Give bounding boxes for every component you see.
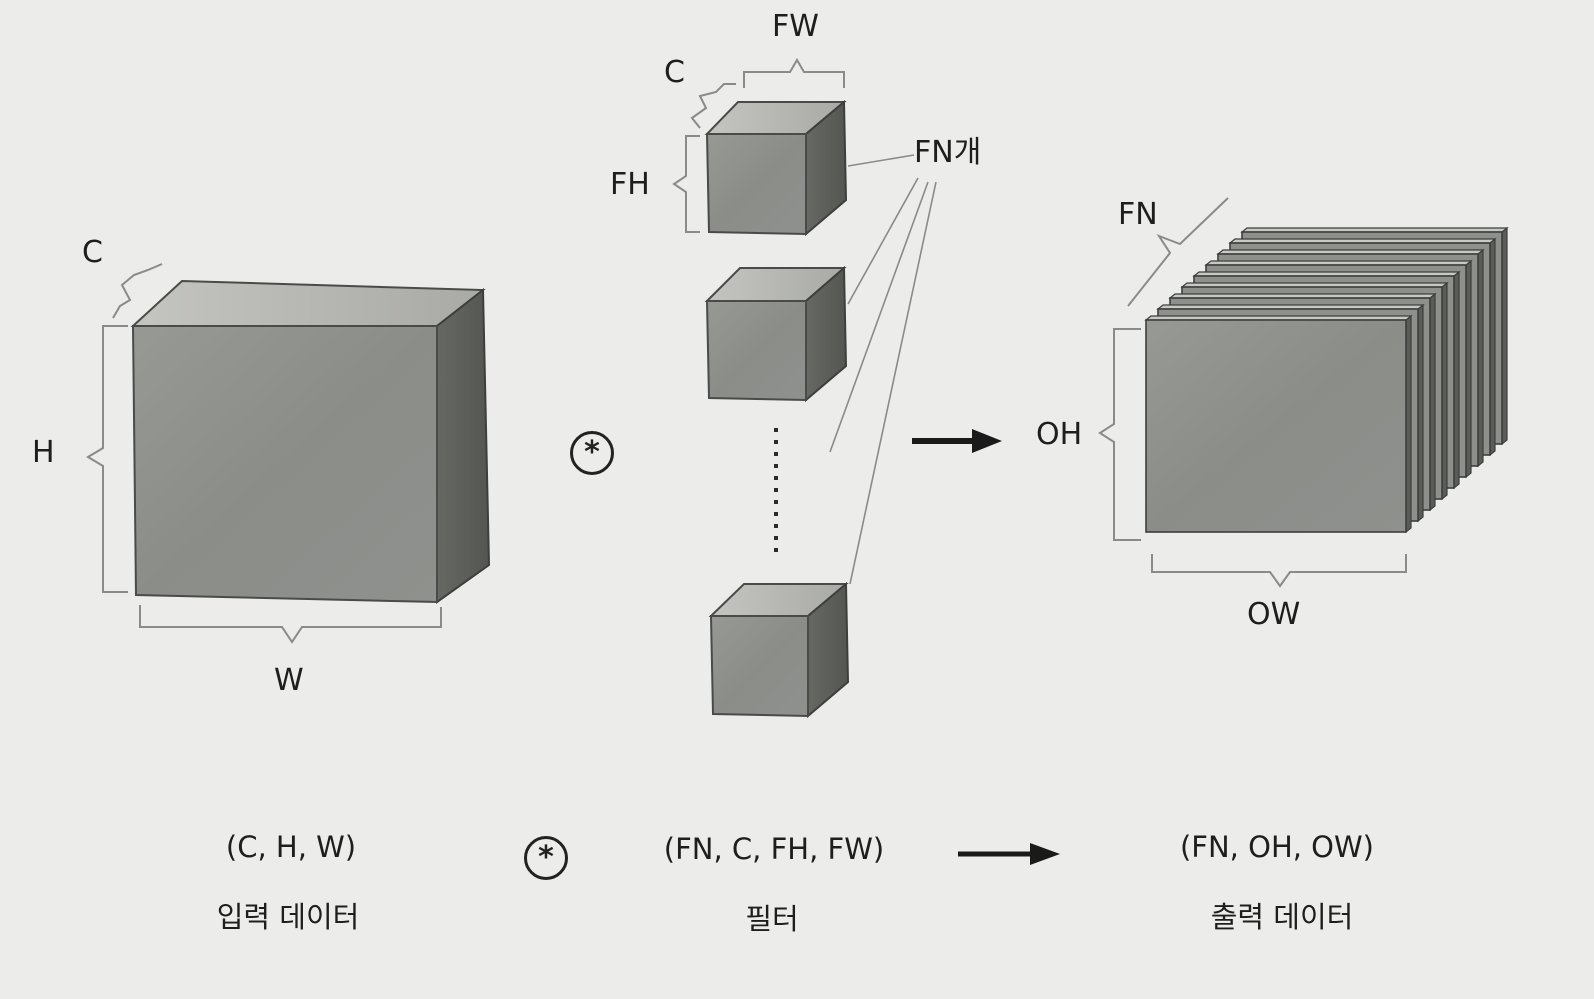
input-cube-top — [130, 279, 486, 327]
input-height-label: H — [32, 435, 55, 470]
filter-width-label: FW — [772, 9, 819, 44]
input-height-bracket — [86, 325, 128, 593]
output-count-bracket — [1127, 197, 1229, 307]
output-shape-text: (FN, OH, OW) — [1179, 830, 1375, 864]
feature-map-layer — [1145, 319, 1407, 533]
output-width-bracket — [1151, 554, 1407, 588]
input-width-label: W — [274, 663, 304, 698]
conv-arrow — [912, 429, 1002, 453]
filter-cube-2-front — [705, 300, 807, 402]
filter-height-label: FH — [610, 167, 650, 202]
filter-cube-3 — [708, 581, 850, 719]
input-cube-front — [131, 325, 438, 604]
filter-cube-1-front — [705, 133, 807, 236]
output-height-bracket — [1098, 328, 1141, 541]
output-height-label: OH — [1036, 417, 1083, 452]
filter-cube-1 — [704, 99, 848, 237]
output-width-label: OW — [1247, 597, 1301, 632]
filter-cube-3-front — [709, 615, 809, 718]
filter-cube-2 — [704, 265, 848, 403]
input-cube-side — [436, 287, 491, 604]
formula-arrow — [958, 843, 1060, 865]
filter-shape-text: (FN, C, FH, FW) — [663, 832, 885, 866]
convolution-operator-icon: * — [570, 431, 614, 475]
input-shape-text: (C, H, W) — [225, 830, 357, 864]
filter-width-bracket — [743, 58, 845, 88]
output-feature-maps — [1144, 226, 1509, 534]
input-channel-bracket — [112, 263, 163, 319]
filter-count-label: FN개 — [914, 135, 982, 170]
input-width-bracket — [139, 605, 442, 644]
output-caption: 출력 데이터 — [1210, 900, 1354, 934]
output-count-label: FN — [1118, 197, 1158, 232]
filter-height-bracket — [672, 135, 700, 233]
input-channel-label: C — [82, 235, 103, 270]
filter-channel-bracket — [690, 83, 736, 129]
input-caption: 입력 데이터 — [216, 900, 360, 934]
filter-channel-label: C — [664, 55, 685, 90]
formula-convolution-operator-icon: * — [524, 836, 568, 880]
input-cube — [130, 279, 491, 604]
filter-caption: 필터 — [745, 902, 799, 936]
filter-count-leaders — [829, 154, 937, 585]
